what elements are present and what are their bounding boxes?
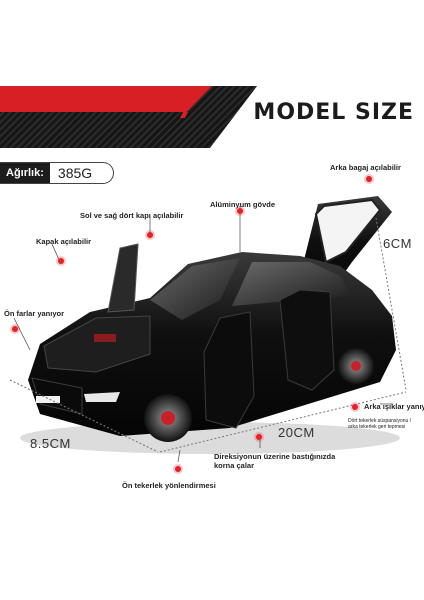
steering-marker [175, 466, 181, 472]
body-label: Alüminyum gövde [210, 200, 276, 209]
trunk-label: Arka bagaj açılabilir [330, 163, 401, 172]
width-dimension-line [9, 379, 159, 453]
weight-value: 385G [57, 165, 93, 181]
doors-label: Sol ve sağ dört kapı açılabilir [80, 211, 184, 220]
rear-brake-caliper [351, 361, 361, 371]
weight-badge: Ağırlık: 385G [0, 162, 114, 184]
taillights-label: Arka ışıklar yanıyor [364, 402, 424, 411]
doors-marker [147, 232, 153, 238]
banner-red-accent [180, 112, 188, 118]
open-front-door [203, 311, 255, 429]
horn-label-line-2: korna çalar [214, 461, 255, 470]
headlights-marker [12, 326, 18, 332]
length-dimension: 20CM [278, 425, 315, 440]
hood-marker [58, 258, 64, 264]
open-hood [107, 243, 139, 313]
width-dimension: 8.5CM [30, 436, 71, 451]
headlight [84, 392, 120, 402]
engine-bay [43, 315, 151, 373]
banner-title: MODEL SIZE [253, 100, 414, 125]
front-brake-caliper [161, 411, 175, 425]
horn-label-line-1: Direksiyonun üzerine bastığınızda [214, 452, 336, 461]
height-dimension-line [375, 217, 407, 391]
suspension-label-line-1: Dört tekerlek süspansiyonu / [348, 418, 412, 424]
license-plate [36, 396, 60, 403]
open-rear-door [279, 289, 335, 391]
trunk-marker [366, 176, 372, 182]
horn-marker [256, 434, 262, 440]
steering-label: Ön tekerlek yönlendirmesi [122, 481, 216, 490]
header-banner: MODEL SIZE [0, 86, 424, 148]
body-marker [237, 208, 243, 214]
banner-red-stripe [0, 86, 212, 112]
weight-label: Ağırlık: [0, 163, 50, 183]
taillights-marker [352, 404, 358, 410]
engine-cover-red [94, 334, 116, 342]
headlights-label: Ön farlar yanıyor [4, 309, 65, 318]
height-dimension: 6CM [383, 236, 412, 251]
car-windshield [150, 258, 240, 320]
hood-label: Kapak açılabilir [36, 237, 92, 246]
trunk-glass [314, 198, 382, 264]
suspension-label-line-2: arka tekerlek geri tepmesi [348, 424, 406, 430]
